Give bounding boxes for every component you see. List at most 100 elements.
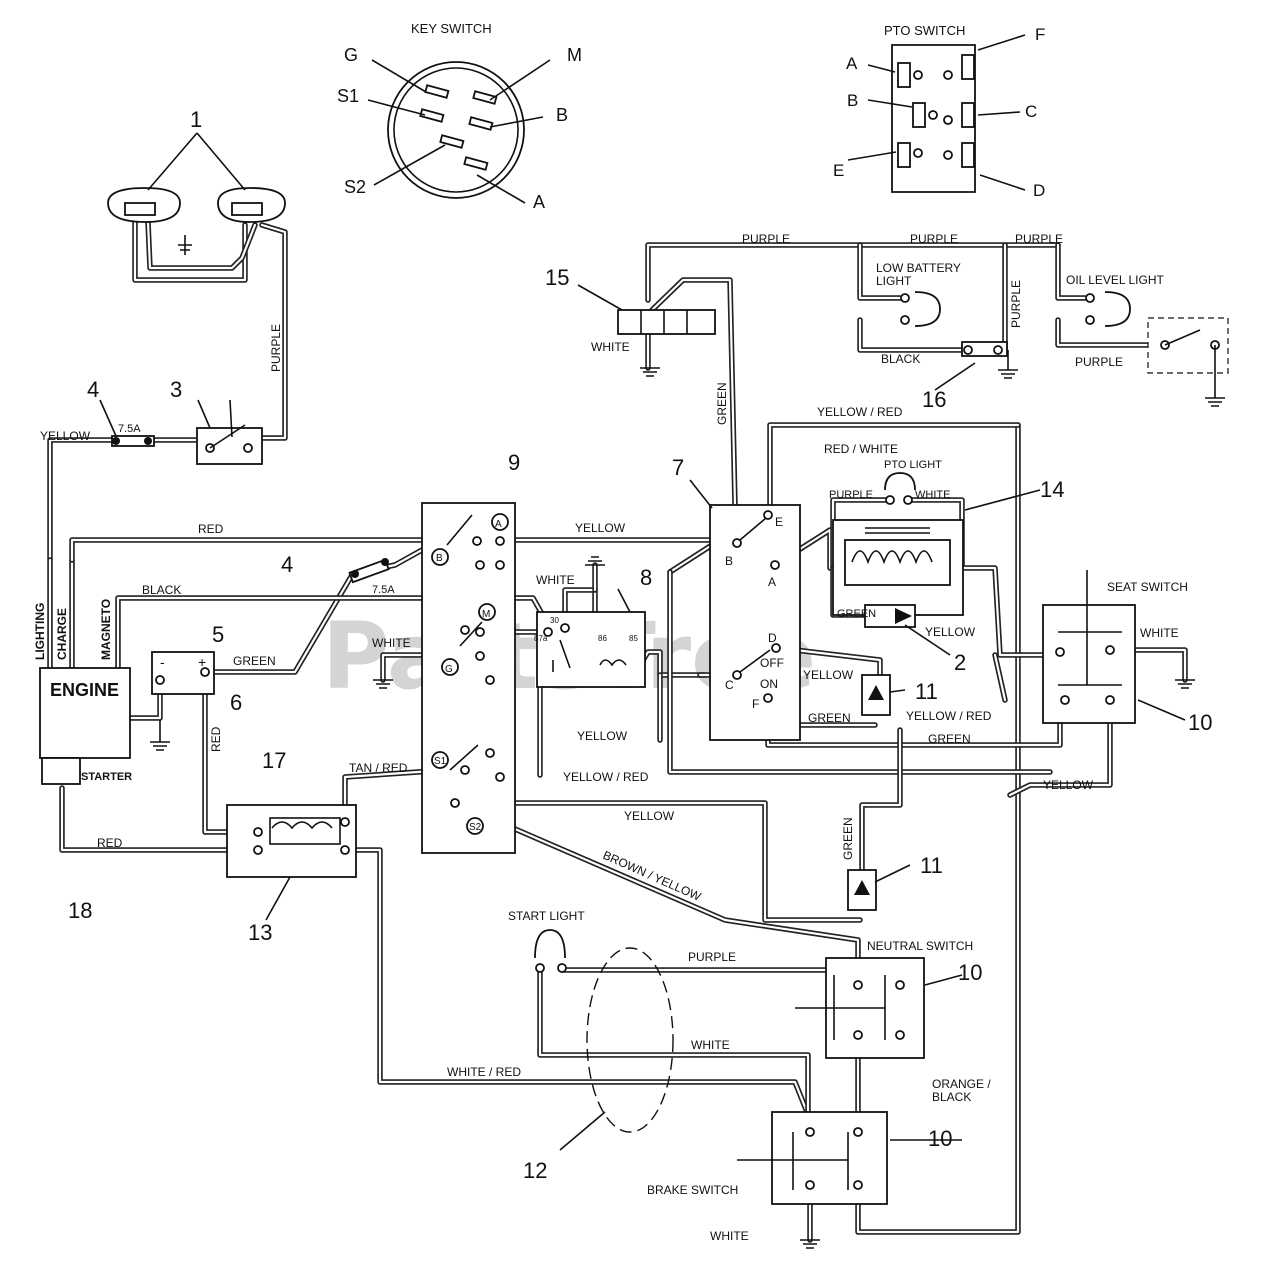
label-black: BLACK <box>142 583 181 597</box>
label-green-seat: GREEN <box>928 732 971 746</box>
wire-green-11b <box>859 727 903 873</box>
starter-label: STARTER <box>81 771 132 783</box>
pto-module-pin-e: E <box>775 515 783 529</box>
label-purple-light: PURPLE <box>269 324 283 372</box>
callout-10b: 10 <box>958 960 982 985</box>
wire-green-fuse-core <box>206 573 354 674</box>
wire-purple-battery-core <box>858 243 902 300</box>
callout-12: 12 <box>523 1158 547 1183</box>
wire-purple-top-core <box>646 243 1060 302</box>
key-pin-a-label: A <box>533 192 545 212</box>
callout-10a: 10 <box>1188 710 1212 735</box>
pto-switch-title: PTO SWITCH <box>884 23 965 38</box>
ground-oil <box>1205 345 1225 407</box>
ground-16 <box>998 350 1018 379</box>
svg-text:-: - <box>160 654 165 670</box>
diode-2 <box>864 604 916 628</box>
diode-11-upper <box>861 674 891 716</box>
pto-light-label: PTO LIGHT <box>884 459 942 471</box>
label-yellow-s2: YELLOW <box>624 809 675 823</box>
module-pin-s2: S2 <box>469 822 482 833</box>
label-white-pto: WHITE <box>915 489 950 501</box>
pto-pin-c-label: C <box>1025 102 1037 121</box>
callout-4a: 4 <box>87 377 99 402</box>
pto-module-pin-f: F <box>752 697 759 711</box>
oil-level-light-label: OIL LEVEL LIGHT <box>1066 273 1164 287</box>
pto-pin-e-label: E <box>833 161 844 180</box>
key-switch: KEY SWITCH G S1 S2 M B A <box>337 21 582 212</box>
label-white-brake: WHITE <box>710 1229 749 1243</box>
key-pin-b-label: B <box>556 105 568 125</box>
label-white-red: WHITE / RED <box>447 1065 521 1079</box>
wire-red-top <box>69 537 443 563</box>
pto-module-pin-b: B <box>725 554 733 568</box>
wire-purple-top <box>645 242 1061 303</box>
module-pin-s1: S1 <box>434 756 447 767</box>
wire-purple-oil <box>1055 242 1088 301</box>
harness-ellipse <box>586 947 674 1133</box>
wire-oil-return-core <box>1056 318 1165 347</box>
pto-module <box>709 504 801 741</box>
key-pin-g-label: G <box>344 45 358 65</box>
label-yellow-2: YELLOW <box>925 625 976 639</box>
wire-green-11b-core <box>860 728 902 872</box>
label-white-start: WHITE <box>691 1038 730 1052</box>
wire-red-18 <box>59 785 248 853</box>
ground-brake <box>800 1239 820 1249</box>
ground-seat <box>1175 679 1195 689</box>
pto-module-pin-a: A <box>768 575 776 589</box>
label-green-11b: GREEN <box>841 817 855 860</box>
label-yellow-red-relay: YELLOW / RED <box>563 770 649 784</box>
label-white-relay: WHITE <box>536 573 575 587</box>
label-purple-top3: PURPLE <box>1015 232 1063 246</box>
label-purple-start: PURPLE <box>688 950 736 964</box>
wire-lights-link-core <box>146 220 257 270</box>
wire-white-start <box>537 967 811 1135</box>
callout-10c: 10 <box>928 1126 952 1151</box>
ground-relay <box>585 556 605 566</box>
label-white-15: WHITE <box>591 340 630 354</box>
module-pin-g: G <box>445 664 453 675</box>
callout-14: 14 <box>1040 477 1064 502</box>
wire-battery-black-core <box>858 318 967 352</box>
relay-pin-30: 30 <box>550 616 559 625</box>
wire-purple-vertical <box>982 242 1008 353</box>
svg-text:+: + <box>198 654 206 670</box>
callout-16: 16 <box>922 387 946 412</box>
wire-yellow-s2-core <box>453 801 862 922</box>
label-yellow-red-seat: YELLOW / RED <box>906 709 992 723</box>
charge-label: CHARGE <box>55 608 69 660</box>
start-light-label: START LIGHT <box>508 909 585 923</box>
low-battery-light <box>914 291 941 327</box>
wire-coil-right-core <box>960 566 1057 657</box>
engine-body <box>39 667 131 759</box>
start-light <box>534 929 566 959</box>
wire-coil-right <box>959 565 1058 658</box>
label-red-white: RED / WHITE <box>824 442 898 456</box>
label-yellow-relay: YELLOW <box>577 729 628 743</box>
callout-3: 3 <box>170 377 182 402</box>
callout-18: 18 <box>68 898 92 923</box>
fuse-top-rating: 7.5A <box>118 423 141 435</box>
wire-red-top-core <box>70 538 442 562</box>
label-green-module: GREEN <box>233 654 276 668</box>
wire-yellow-red-top-core <box>768 423 1020 507</box>
key-pin-s2-label: S2 <box>344 177 366 197</box>
callout-11b: 11 <box>920 853 943 878</box>
pto-module-pin-c: C <box>725 678 734 692</box>
callout-6: 6 <box>230 690 242 715</box>
engine-label: ENGINE <box>50 680 119 700</box>
label-orange-black: ORANGE /BLACK <box>932 1077 991 1104</box>
pto-module-pin-off: OFF <box>760 656 784 670</box>
label-white-module: WHITE <box>372 636 411 650</box>
seat-switch <box>1042 604 1136 724</box>
relay-pin-87a: 87a <box>534 634 548 643</box>
pto-pin-a-label: A <box>846 54 858 73</box>
wire-white-red-core <box>343 848 817 1134</box>
label-purple-top1: PURPLE <box>742 232 790 246</box>
fuse-lower-rating: 7.5A <box>372 584 395 596</box>
wire-ground-engine-core <box>128 688 162 720</box>
callout-13: 13 <box>248 920 272 945</box>
